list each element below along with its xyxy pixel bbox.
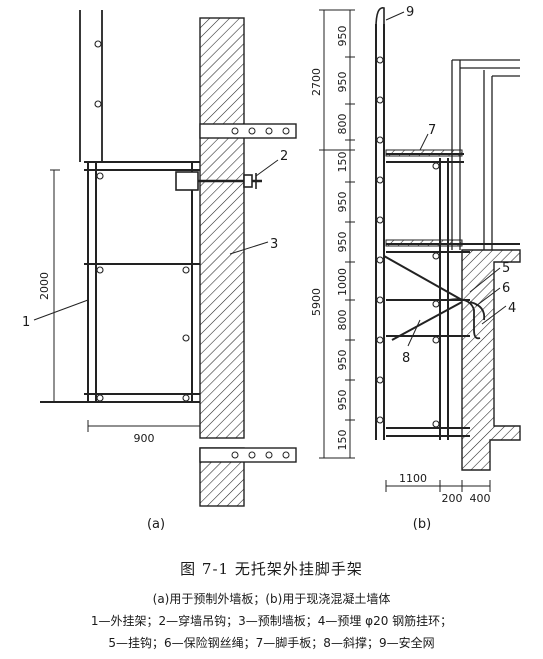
dim-inner-7: 800 bbox=[336, 310, 349, 331]
through-wall-hook bbox=[175, 171, 262, 191]
scaffold-drawing: 2000 900 1 2 3 (a) 2700 5 9 bbox=[22, 5, 521, 532]
dim-inner-2: 800 bbox=[336, 114, 349, 135]
callout-b-4: 4 bbox=[508, 301, 516, 316]
callout-b-8: 8 bbox=[402, 351, 410, 366]
callout-a-3: 3 bbox=[270, 237, 278, 252]
panel-b: 2700 5900 950 950 800 150 950 950 1000 8… bbox=[310, 5, 521, 532]
figure-title: 图 7-1 无托架外挂脚手架 bbox=[180, 560, 363, 578]
scaffold-frame-b bbox=[386, 153, 520, 440]
dim-inner-6: 1000 bbox=[336, 268, 349, 296]
figure-subtitle: (a)用于预制外墙板；(b)用于现浇混凝土墙体 bbox=[152, 592, 391, 606]
dim-inner-1: 950 bbox=[336, 72, 349, 93]
floor-slab-upper bbox=[199, 123, 297, 139]
dim-inner-8: 950 bbox=[336, 350, 349, 371]
dim-bottom-200: 200 bbox=[442, 492, 463, 505]
dim-height-a: 2000 bbox=[38, 272, 51, 300]
dim-inner-10: 150 bbox=[336, 430, 349, 451]
dim-outer-2700: 2700 bbox=[310, 68, 323, 96]
callout-a-1: 1 bbox=[22, 315, 30, 330]
cast-concrete-wall bbox=[461, 249, 521, 471]
dim-inner-3: 150 bbox=[336, 152, 349, 173]
safety-net bbox=[375, 7, 385, 30]
precast-wall-panel bbox=[199, 17, 245, 439]
dim-inner-4: 950 bbox=[336, 192, 349, 213]
dim-inner-5: 950 bbox=[336, 232, 349, 253]
dim-inner-0: 950 bbox=[336, 26, 349, 47]
dim-bottom-1100: 1100 bbox=[399, 472, 427, 485]
dim-outer-5900: 5900 bbox=[310, 288, 323, 316]
callout-b-5: 5 bbox=[502, 261, 510, 276]
caption-a: (a) bbox=[147, 517, 165, 532]
dim-inner-9: 950 bbox=[336, 390, 349, 411]
panel-a: 2000 900 1 2 3 (a) bbox=[22, 10, 297, 532]
callout-a-2: 2 bbox=[280, 149, 288, 164]
callout-b-9: 9 bbox=[406, 5, 414, 20]
dim-bottom-400: 400 bbox=[470, 492, 491, 505]
scaffold-board-upper bbox=[385, 149, 463, 157]
dim-width-a: 900 bbox=[134, 432, 155, 445]
caption-b: (b) bbox=[413, 517, 431, 532]
hook-and-loop bbox=[447, 298, 486, 340]
callout-b-7: 7 bbox=[428, 123, 436, 138]
scaffold-board-lower bbox=[385, 239, 463, 247]
callout-b-6: 6 bbox=[502, 281, 510, 296]
hanging-frame bbox=[40, 161, 200, 403]
legend-line-1: 1—外挂架；2—穿墙吊钩；3—预制墙板；4—预埋 φ20 钢筋挂环； bbox=[90, 614, 453, 628]
floor-slab-lower bbox=[199, 447, 297, 463]
diagonal-brace bbox=[383, 255, 463, 341]
legend-line-2: 5—挂钩；6—保险钢丝绳；7—脚手板；8—斜撑；9—安全网 bbox=[108, 636, 435, 650]
